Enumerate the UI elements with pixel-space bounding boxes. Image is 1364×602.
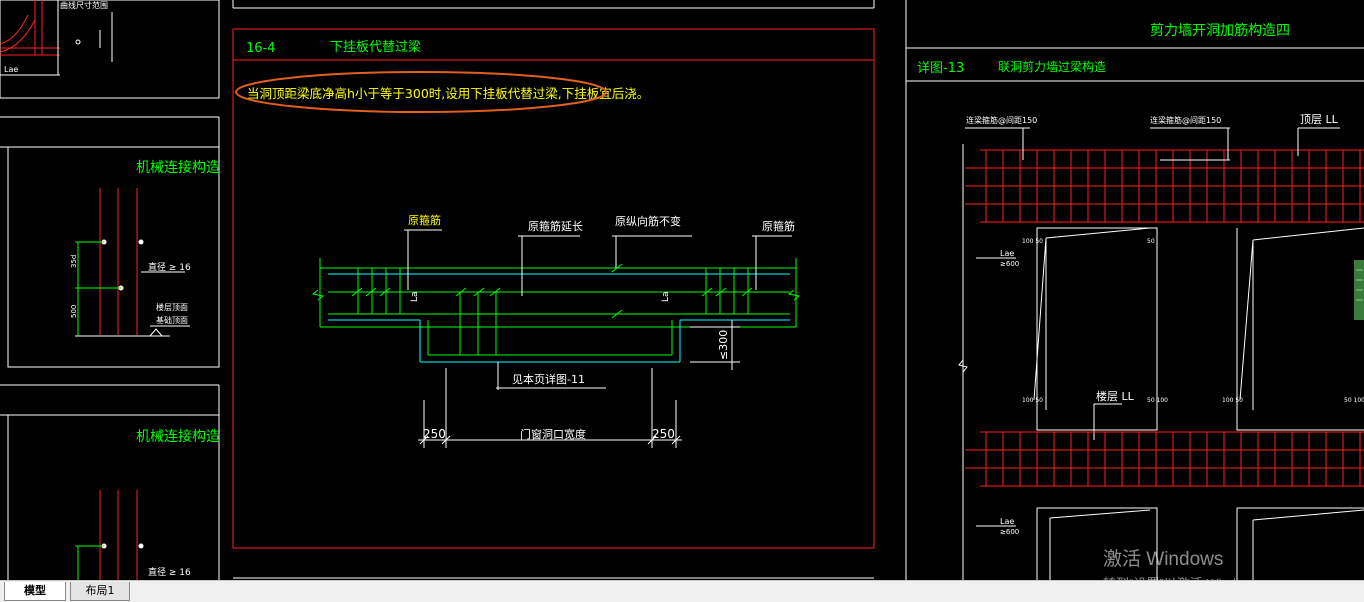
label-le300: ≤300 bbox=[717, 330, 730, 360]
right-subheader-title: 联洞剪力墙过梁构造 bbox=[998, 59, 1106, 74]
label-see-detail: 见本页详图-11 bbox=[512, 372, 585, 386]
center-header-number: 16-4 bbox=[246, 41, 276, 56]
center-note: 当洞顶距梁底净高h小于等于300时,设用下挂板代替过梁,下挂板宜后浇。 bbox=[247, 86, 649, 101]
left-dim-500: 500 bbox=[70, 305, 78, 318]
highlight-ellipse bbox=[235, 71, 607, 113]
label-spacing-1: 连梁箍筋@间距150 bbox=[966, 115, 1037, 125]
label-600-2: ≥600 bbox=[1000, 528, 1019, 536]
label-lae-1: Lae bbox=[1000, 249, 1014, 258]
label-600-1: ≥600 bbox=[1000, 260, 1019, 268]
left-note-line2: 基础顶面 bbox=[156, 315, 188, 325]
label-stirrup-extend: 原箍筋延长 bbox=[528, 219, 583, 233]
label-orig-stirrup-right: 原箍筋 bbox=[762, 219, 795, 233]
label-spacing-2: 连梁箍筋@间距150 bbox=[1150, 115, 1221, 125]
label-50-a: 50 bbox=[1147, 238, 1155, 245]
label-50-100-c: 50 100 bbox=[1344, 397, 1364, 404]
label-top-ll: 顶层 LL bbox=[1300, 113, 1339, 126]
left-dim-35d: 35d bbox=[70, 255, 78, 268]
label-floor-ll: 楼层 LL bbox=[1096, 389, 1135, 403]
label-la-left: La bbox=[410, 291, 420, 302]
layout-tab-bar: 模型 布局1 bbox=[0, 580, 1364, 602]
label-orig-stirrup-left: 原箍筋 bbox=[408, 213, 441, 227]
left-title-1: 机械连接构造 bbox=[136, 159, 220, 176]
label-longbar-unchanged: 原纵向筋不变 bbox=[615, 214, 681, 228]
label-opening-width: 门窗洞口宽度 bbox=[520, 427, 586, 441]
left-dia-label-1: 直径 ≥ 16 bbox=[148, 261, 191, 273]
label-50-100-b: 50 100 bbox=[1147, 397, 1168, 404]
floor-beam-grid bbox=[965, 431, 1364, 487]
right-title: 剪力墙开洞加筋构造四 bbox=[1150, 22, 1290, 39]
tab-layout1[interactable]: 布局1 bbox=[70, 582, 130, 601]
left-top-lae: Lae bbox=[4, 65, 18, 74]
right-panel: 剪力墙开洞加筋构造四 详图-13 联洞剪力墙过梁构造 连梁箍筋@间距150 连梁… bbox=[905, 0, 1364, 580]
right-subheader-number: 详图-13 bbox=[917, 61, 964, 76]
label-100-50-c: 100 50 bbox=[1222, 397, 1243, 404]
left-top-note: 曲线尺寸范围 bbox=[60, 0, 108, 10]
left-note-line1: 楼层顶面 bbox=[156, 302, 188, 312]
label-250-right: 250 bbox=[652, 427, 675, 441]
tab-model[interactable]: 模型 bbox=[4, 582, 66, 601]
cad-drawing-canvas[interactable]: 曲线尺寸范围 Lae 机械连接构造 35d 500 直径 ≥ 16 楼层顶面 基… bbox=[0, 0, 1364, 580]
label-250-left: 250 bbox=[423, 427, 446, 441]
center-panel: 16-4 下挂板代替过梁 当洞顶距梁底净高h小于等于300时,设用下挂板代替过梁… bbox=[232, 0, 875, 579]
label-100-50-a: 100 50 bbox=[1022, 238, 1043, 245]
left-panel: 曲线尺寸范围 Lae 机械连接构造 35d 500 直径 ≥ 16 楼层顶面 基… bbox=[0, 0, 220, 580]
label-lae-2: Lae bbox=[1000, 517, 1014, 526]
label-la-right: La bbox=[661, 291, 671, 302]
center-header-title: 下挂板代替过梁 bbox=[330, 40, 421, 55]
watermark-line1: 激活 Windows bbox=[1103, 549, 1224, 570]
top-beam-grid bbox=[965, 149, 1364, 223]
label-100-50-b: 100 50 bbox=[1022, 397, 1043, 404]
left-dia-label-2: 直径 ≥ 16 bbox=[148, 566, 191, 578]
drawing-svg: 曲线尺寸范围 Lae 机械连接构造 35d 500 直径 ≥ 16 楼层顶面 基… bbox=[0, 0, 1364, 580]
left-title-2: 机械连接构造 bbox=[136, 428, 220, 445]
